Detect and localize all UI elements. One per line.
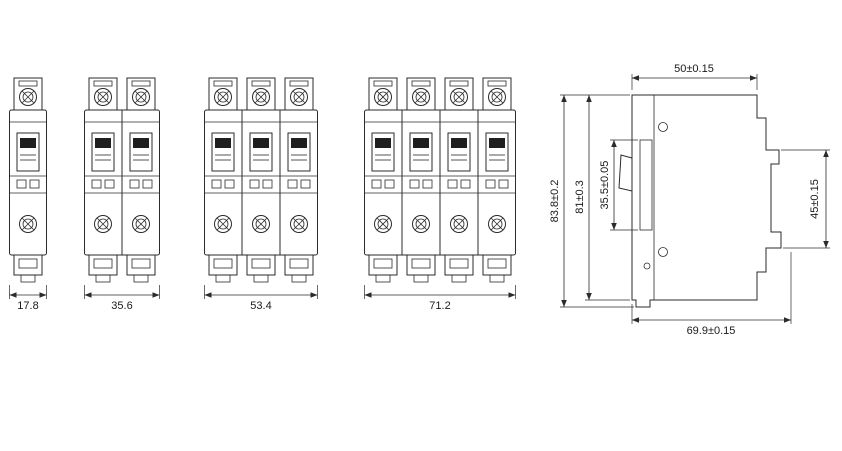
dim-top-width: 50±0.15 [631, 63, 758, 90]
dim-label-71-2: 71.2 [429, 300, 450, 312]
pole-1 [13, 77, 43, 283]
front-view-2pole: 35.6 [84, 77, 160, 312]
body-outline [204, 109, 318, 256]
pole-2 [126, 77, 156, 283]
body-outline [9, 109, 47, 256]
dim-body-height: 81±0.3 [574, 95, 630, 301]
width-dimension: 17.8 [9, 285, 47, 312]
dim-label-53-4: 53.4 [250, 300, 271, 312]
pole-1 [208, 77, 238, 283]
side-rib [639, 139, 653, 231]
front-view-1pole: 17.8 [9, 77, 47, 312]
dim-label-83-8: 83.8±0.2 [549, 180, 561, 223]
pole-3 [444, 77, 474, 283]
dim-label-69-9: 69.9±0.15 [687, 325, 736, 337]
front-view-4pole: 71.2 [364, 77, 516, 312]
dim-depth: 69.9±0.15 [631, 252, 792, 337]
dim-label-45: 45±0.15 [809, 179, 821, 219]
width-dimension: 35.6 [84, 285, 160, 312]
dim-label-81: 81±0.3 [574, 180, 586, 214]
width-dimension: 71.2 [364, 285, 516, 312]
side-toggle-lever [618, 154, 633, 192]
width-dimension: 53.4 [204, 285, 318, 312]
dim-label-50: 50±0.15 [674, 63, 714, 75]
side-profile-outline [631, 94, 782, 308]
side-view: 50±0.15 83.8±0.2 81±0.3 35.5±0.05 4 [549, 63, 830, 337]
side-rivet [643, 262, 651, 270]
pole-1 [368, 77, 398, 283]
side-screw-top [658, 122, 668, 132]
pole-2 [406, 77, 436, 283]
front-view-3pole: 53.4 [204, 77, 318, 312]
pole-4 [482, 77, 512, 283]
pole-2 [246, 77, 276, 283]
side-screw-bottom [658, 247, 668, 257]
dim-rail-height: 35.5±0.05 [599, 139, 638, 231]
pole-1 [88, 77, 118, 283]
dim-label-35-6: 35.6 [111, 300, 132, 312]
dim-clip-height: 45±0.15 [781, 149, 830, 249]
dim-label-35-5: 35.5±0.05 [599, 161, 611, 210]
dim-label-17-8: 17.8 [17, 300, 38, 312]
dim-overall-height: 83.8±0.2 [549, 94, 634, 308]
pole-3 [284, 77, 314, 283]
